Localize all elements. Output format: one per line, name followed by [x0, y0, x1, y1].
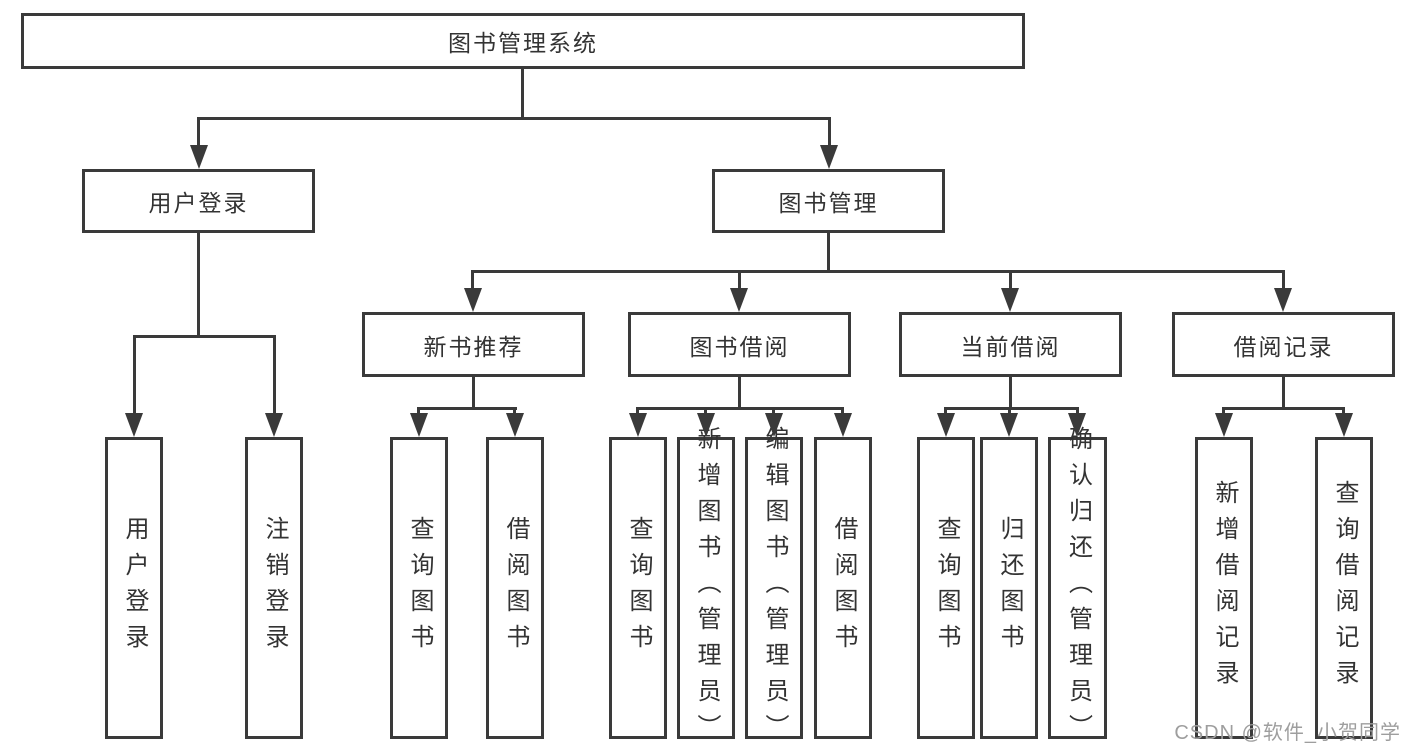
leaf-user-login: 用户登录	[105, 437, 163, 739]
leaf-query-book-1: 查询图书	[390, 437, 448, 739]
connector-drop-leaf-user-login	[133, 335, 136, 415]
arrow-borrow-record	[1274, 288, 1292, 312]
leaf-confirm-return-label: 确认归还（管理员）	[1064, 426, 1092, 747]
leaf-add-record-label: 新增借阅记录	[1211, 480, 1238, 696]
connector-book-mgmt-hbar	[471, 270, 1285, 273]
arrow-current-borrow	[1001, 288, 1019, 312]
arrow-book-mgmt	[820, 145, 838, 169]
connector-drop-leaf-logout	[273, 335, 276, 415]
connector-drop-query-book-2	[636, 407, 639, 417]
arrow-add-record	[1215, 413, 1233, 437]
connector-current-borrow-hbar	[944, 407, 1079, 410]
node-borrow-record-label: 借阅记录	[1233, 333, 1334, 360]
arrow-query-book-2	[629, 413, 647, 437]
arrow-confirm-return	[1068, 413, 1086, 437]
node-root: 图书管理系统	[21, 13, 1025, 69]
leaf-query-record-label: 查询借阅记录	[1331, 480, 1358, 696]
leaf-query-book-2: 查询图书	[609, 437, 667, 739]
leaf-query-book-1-label: 查询图书	[406, 516, 433, 660]
leaf-logout-label: 注销登录	[261, 516, 288, 660]
node-book-mgmt-label: 图书管理	[778, 190, 879, 216]
connector-drop-confirm-return	[1076, 407, 1079, 417]
leaf-confirm-return: 确认归还（管理员）	[1048, 426, 1107, 747]
arrow-new-book-rec	[464, 288, 482, 312]
leaf-borrow-book-1-label: 借阅图书	[502, 516, 529, 660]
arrow-add-book	[697, 413, 715, 437]
connector-drop-user-login	[197, 117, 200, 149]
leaf-add-record: 新增借阅记录	[1195, 437, 1253, 739]
connector-drop-new-book-rec	[471, 270, 474, 290]
connector-drop-query-book-1	[417, 407, 420, 417]
node-current-borrow-label: 当前借阅	[960, 333, 1061, 360]
node-current-borrow: 当前借阅	[899, 312, 1122, 377]
node-user-login-label: 用户登录	[148, 190, 249, 216]
connector-drop-book-borrow	[738, 270, 741, 290]
connector-drop-query-record	[1342, 407, 1345, 417]
leaf-user-login-label: 用户登录	[121, 516, 148, 660]
node-book-borrow: 图书借阅	[628, 312, 851, 377]
connector-book-borrow-trunk	[738, 377, 741, 407]
csdn-watermark: CSDN @软件_小贺同学	[1174, 722, 1401, 744]
leaf-add-book: 新增图书（管理员）	[677, 426, 735, 747]
leaf-edit-book-label: 编辑图书（管理员）	[761, 426, 788, 747]
leaf-borrow-book-2-label: 借阅图书	[830, 516, 857, 660]
connector-borrow-record-hbar	[1223, 407, 1344, 410]
connector-drop-borrow-book-1	[513, 407, 516, 417]
leaf-query-book-3-label: 查询图书	[933, 516, 960, 660]
connector-user-login-trunk	[197, 233, 200, 335]
arrow-query-record	[1335, 413, 1353, 437]
node-borrow-record: 借阅记录	[1172, 312, 1395, 377]
node-new-book-rec-label: 新书推荐	[423, 333, 524, 360]
leaf-logout: 注销登录	[245, 437, 303, 739]
connector-drop-borrow-book-2	[841, 407, 844, 417]
connector-drop-current-borrow	[1009, 270, 1012, 290]
leaf-return-book-label: 归还图书	[996, 516, 1023, 660]
connector-drop-borrow-record	[1282, 270, 1285, 290]
connector-new-book-rec-trunk	[472, 377, 475, 407]
leaf-borrow-book-1: 借阅图书	[486, 437, 544, 739]
connector-drop-add-book	[704, 407, 707, 417]
leaf-return-book: 归还图书	[980, 437, 1038, 739]
arrow-book-borrow	[730, 288, 748, 312]
connector-borrow-record-trunk	[1282, 377, 1285, 407]
leaf-query-book-3: 查询图书	[917, 437, 975, 739]
connector-current-borrow-trunk	[1009, 377, 1012, 407]
leaf-query-book-2-label: 查询图书	[625, 516, 652, 660]
connector-root-hbar	[197, 117, 831, 120]
connector-book-borrow-hbar	[636, 407, 844, 410]
connector-user-login-hbar	[133, 335, 275, 338]
arrow-query-book-1	[410, 413, 428, 437]
connector-book-mgmt-trunk	[827, 233, 830, 270]
leaf-borrow-book-2: 借阅图书	[814, 437, 872, 739]
arrow-edit-book	[765, 413, 783, 437]
arrow-borrow-book-2	[834, 413, 852, 437]
connector-drop-edit-book	[772, 407, 775, 417]
leaf-add-book-label: 新增图书（管理员）	[693, 426, 720, 747]
connector-drop-return-book	[1008, 407, 1011, 417]
leaf-query-record: 查询借阅记录	[1315, 437, 1373, 739]
node-book-mgmt: 图书管理	[712, 169, 945, 233]
arrow-leaf-user-login	[125, 413, 143, 437]
connector-drop-query-book-3	[944, 407, 947, 417]
connector-new-book-rec-hbar	[418, 407, 517, 410]
node-user-login: 用户登录	[82, 169, 315, 233]
node-book-borrow-label: 图书借阅	[689, 333, 790, 360]
node-root-label: 图书管理系统	[448, 30, 598, 56]
connector-root-trunk	[521, 69, 524, 117]
arrow-borrow-book-1	[506, 413, 524, 437]
arrow-return-book	[1000, 413, 1018, 437]
connector-drop-book-mgmt	[828, 117, 831, 149]
leaf-edit-book: 编辑图书（管理员）	[745, 426, 803, 747]
arrow-user-login	[190, 145, 208, 169]
connector-drop-add-record	[1222, 407, 1225, 417]
arrow-query-book-3	[937, 413, 955, 437]
arrow-leaf-logout	[265, 413, 283, 437]
node-new-book-rec: 新书推荐	[362, 312, 585, 377]
